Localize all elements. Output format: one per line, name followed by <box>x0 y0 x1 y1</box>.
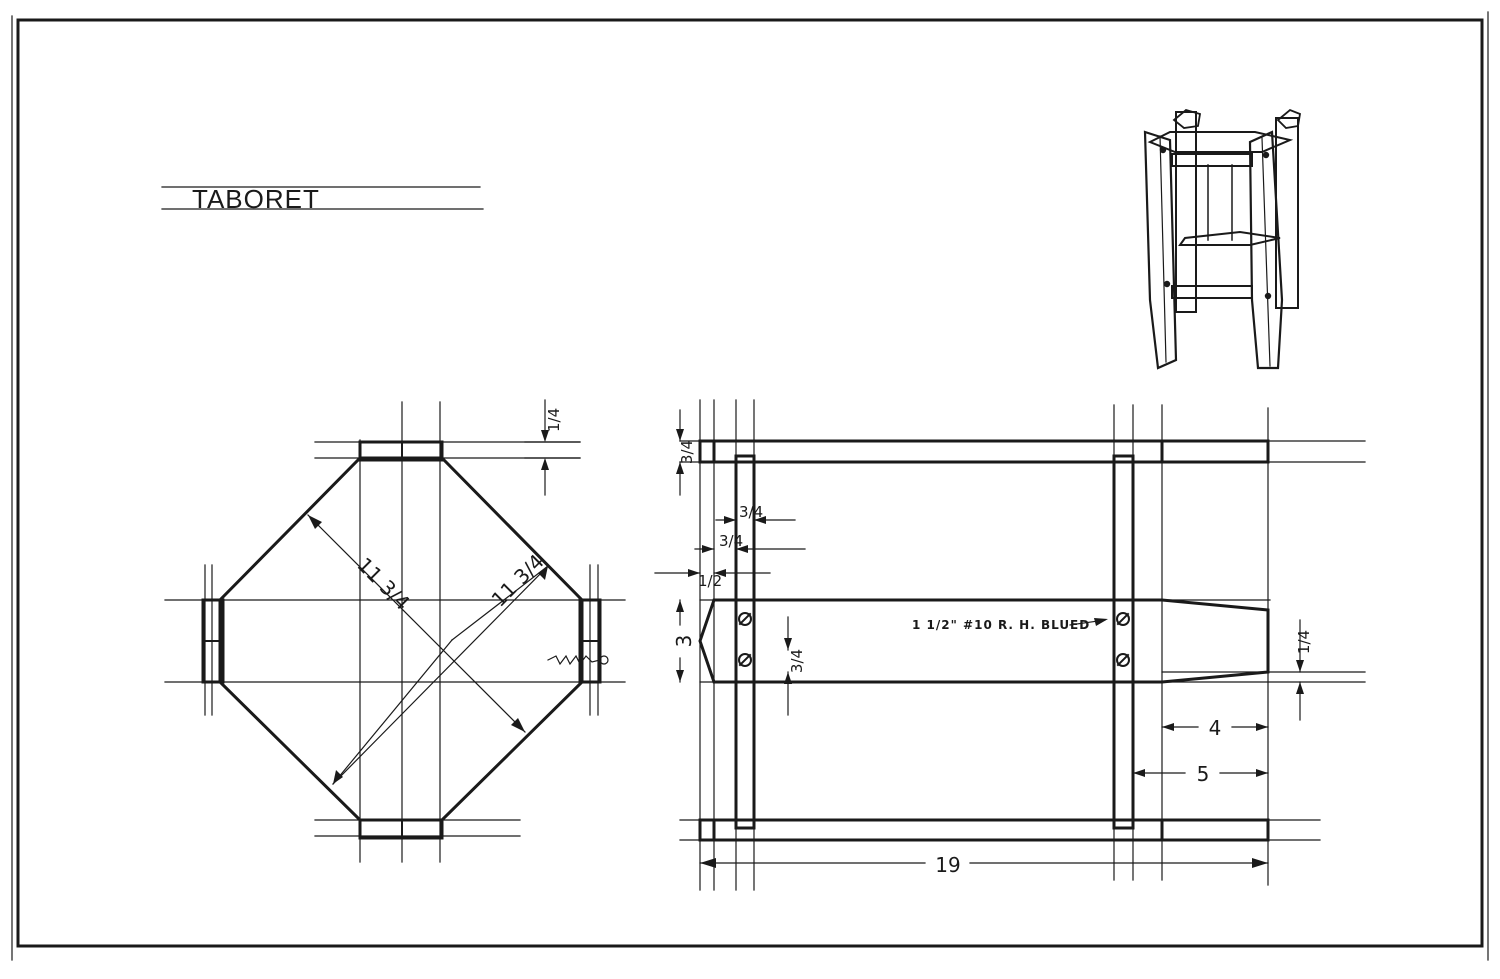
dim-shelf-height: 3 <box>672 635 696 648</box>
elevation-view: 3/4 3/4 3/4 1/2 <box>654 399 1366 891</box>
octagon-top <box>218 456 584 822</box>
dim-rail-thickness: 3/4 <box>678 440 696 464</box>
dim-leg-span: 5 <box>1197 762 1210 786</box>
dim-overall-length: 19 <box>935 853 960 877</box>
border-frame <box>11 11 1489 961</box>
plan-dimension-lines <box>307 514 549 785</box>
plan-corner-offset: 1/4 <box>545 408 563 432</box>
plan-diagonal-dimension-a: 11 3/4 <box>352 553 414 615</box>
isometric-sketch <box>1143 108 1302 370</box>
title-block: TABORET <box>161 184 484 214</box>
plan-arrowheads <box>308 515 548 784</box>
elevation-construction-lines <box>679 399 1366 891</box>
screw-note: 1 1/2" #10 R. H. BLUED <box>912 618 1090 632</box>
elevation-rails <box>698 439 1270 842</box>
plan-diagonal-dimension-b: 11 3/4 <box>487 549 549 611</box>
dim-leg-width: 3/4 <box>739 503 763 521</box>
elevation-shelf <box>698 598 1270 684</box>
plan-view: 11 3/4 11 3/4 1/4 <box>164 399 626 863</box>
screw-icon <box>547 654 609 666</box>
dim-taper-length: 4 <box>1209 716 1222 740</box>
dim-top-offset: 1/2 <box>698 572 722 590</box>
elevation-legs <box>734 454 1135 830</box>
dim-leg-setback: 3/4 <box>719 532 743 550</box>
dim-slot-depth: 3/4 <box>788 649 806 673</box>
plan-construction-lines <box>164 401 626 863</box>
dim-taper-offset: 1/4 <box>1295 630 1313 654</box>
screw-heads <box>738 612 1130 667</box>
title-text: TABORET <box>192 184 320 214</box>
